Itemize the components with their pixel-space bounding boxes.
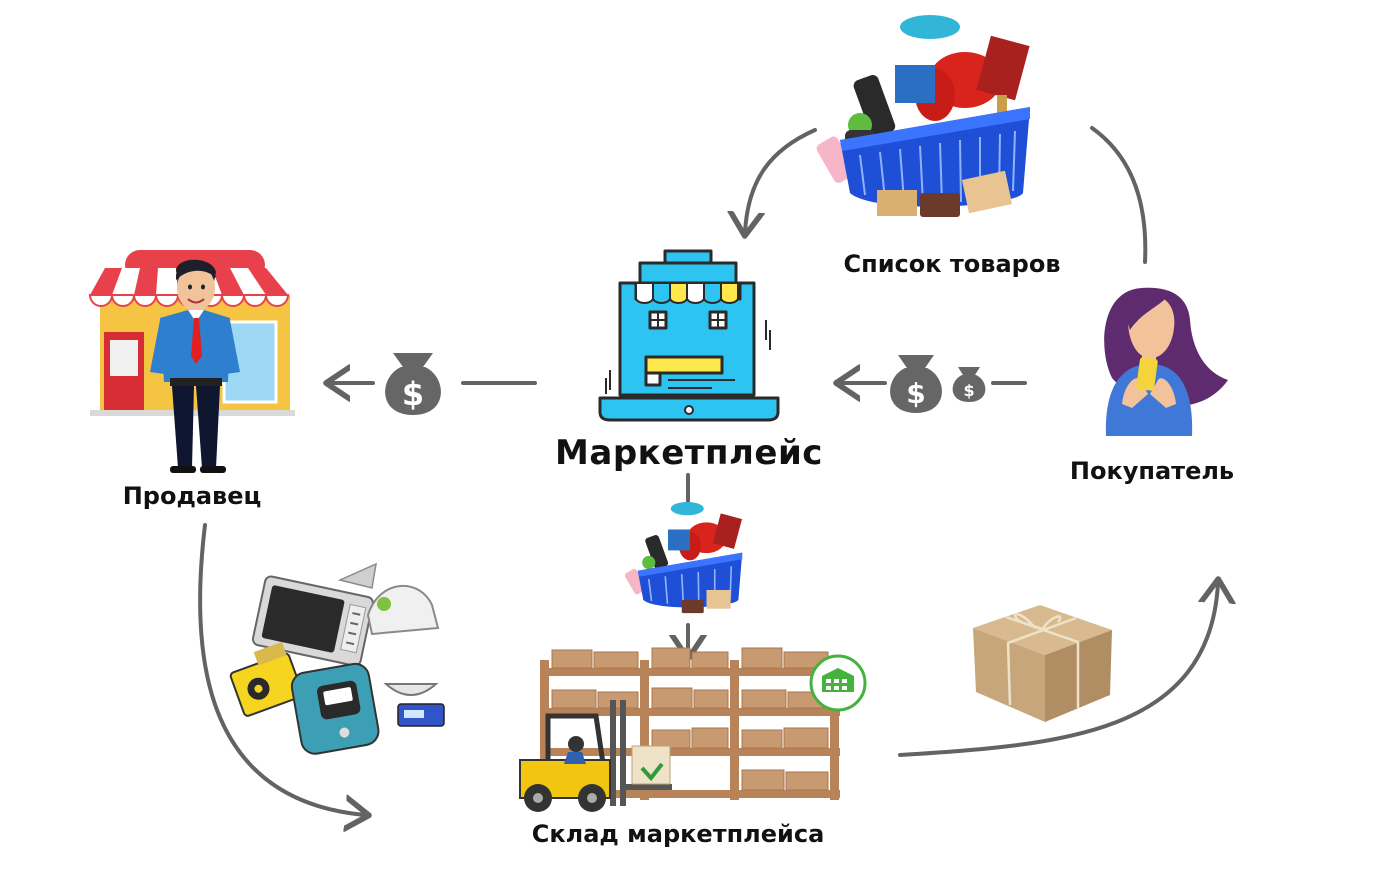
money-symbol: $ bbox=[906, 377, 925, 410]
shopping-basket-icon bbox=[624, 502, 743, 614]
warehouse-label: Склад маркетплейса bbox=[531, 820, 825, 848]
flow-arrows bbox=[198, 126, 1218, 815]
arrow-warehouse-to-buyer bbox=[898, 583, 1218, 757]
appliances-icon bbox=[229, 562, 445, 755]
seller-label: Продавец bbox=[122, 482, 262, 510]
buyer-label: Покупатель bbox=[1069, 457, 1235, 485]
shopping-basket-icon bbox=[816, 15, 1030, 217]
money-bag-icon: $ bbox=[890, 355, 942, 413]
warehouse-shelves-icon bbox=[540, 647, 840, 800]
catalog-label: Список товаров bbox=[843, 250, 1061, 278]
arrow-catalog-to-marketplace bbox=[745, 128, 817, 232]
warehouse-badge-icon bbox=[809, 654, 867, 712]
parcel-box-icon bbox=[973, 605, 1112, 722]
money-symbol: $ bbox=[402, 375, 424, 413]
forklift-icon bbox=[519, 700, 672, 812]
seller-man-icon bbox=[150, 259, 240, 473]
arrow-seller-to-warehouse bbox=[198, 523, 365, 815]
money-symbol: $ bbox=[963, 381, 974, 400]
marketplace-label: Маркетплейс bbox=[555, 433, 823, 473]
marketplace-building-icon bbox=[598, 249, 780, 422]
money-bag-icon: $ bbox=[385, 353, 441, 415]
money-bag-icon: $ bbox=[952, 367, 986, 402]
arrow-buyer-to-catalog bbox=[1090, 126, 1148, 264]
buyer-woman-icon bbox=[1104, 287, 1228, 436]
